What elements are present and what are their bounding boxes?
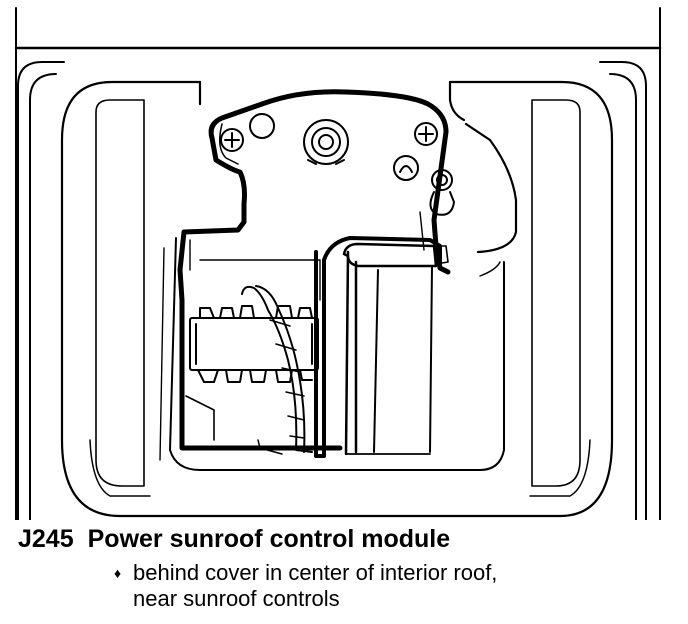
mounting-screw-left — [220, 128, 244, 152]
component-caption: J245 Power sunroof control module ♦ behin… — [18, 524, 678, 612]
control-module-box — [314, 236, 449, 458]
module-housing — [159, 89, 505, 471]
locating-hole — [249, 113, 275, 139]
mounting-screw-right — [414, 122, 438, 146]
harness-connector — [185, 305, 319, 441]
roof-module-diagram — [14, 7, 662, 520]
location-note: ♦ behind cover in center of interior roo… — [18, 560, 678, 612]
wiring-harness — [241, 285, 313, 455]
component-title: J245 Power sunroof control module — [18, 524, 678, 554]
headliner-cover-opening — [60, 80, 614, 518]
side-screw — [393, 155, 419, 181]
location-line-1: behind cover in center of interior roof, — [133, 560, 498, 585]
grounding-terminal — [429, 169, 455, 216]
component-name: Power sunroof control module — [87, 525, 451, 553]
component-code: J245 — [18, 525, 74, 553]
center-stud — [303, 119, 349, 165]
roof-panel-frame — [14, 7, 662, 520]
location-line-2: near sunroof controls — [133, 586, 340, 611]
bullet-icon: ♦ — [114, 565, 122, 581]
